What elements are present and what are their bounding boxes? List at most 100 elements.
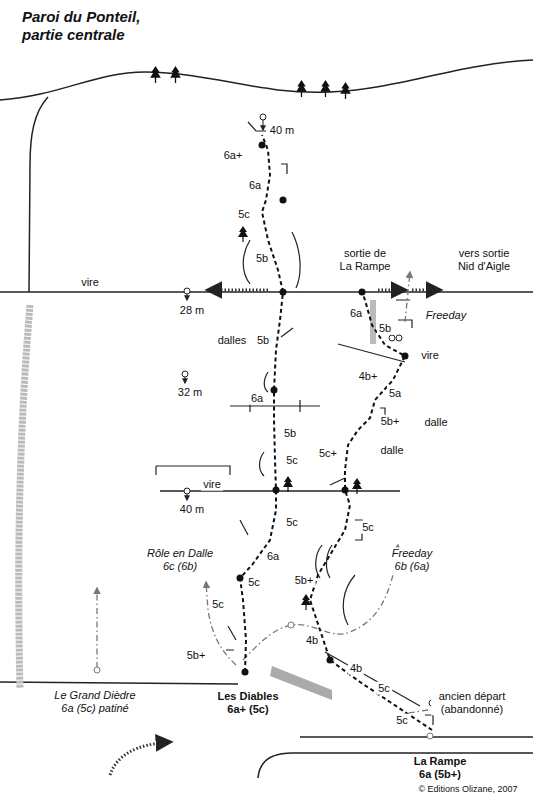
rock-feature [330,478,345,485]
belay [273,487,280,494]
belay [271,387,278,394]
route-line [310,292,432,730]
rappel-arrow [263,120,264,130]
route-name: Freeday 6b (6a) [385,547,439,572]
tree [238,226,248,242]
belay [280,289,287,296]
traverse-arrow [412,289,440,292]
grade-label: 6a [348,307,364,320]
grade-label: 5c [236,208,252,221]
variant-line [405,272,410,322]
grade-label: 5c [284,454,300,467]
tree [320,80,331,97]
exit-label: vers sortie Nid d'Aigle [450,247,518,272]
variant-line [206,582,236,665]
belay [242,669,249,676]
height-label: 40 m [178,503,206,516]
grade-label: 5c [210,598,226,611]
grade-label: 5c [394,714,410,727]
tree [283,476,293,492]
grade-label: 6a+ [222,149,245,162]
rappel-anchors [182,114,435,706]
grade-label: 5b+ [379,415,402,428]
terrain-lines [0,60,533,778]
rock-feature [264,372,268,392]
grade-label: 5c [376,682,392,695]
ledge-line [338,344,405,362]
copyright: © Editions Olizane, 2007 [416,784,519,794]
start-mark [288,622,294,628]
grade-label: 5c [284,516,300,529]
terrain-label: dalles [216,334,249,347]
rock-feature [396,300,412,328]
belay [280,197,287,204]
start-mark [427,733,433,739]
route-name: Freeday [424,309,468,322]
tree [340,82,351,99]
rappel-anchor [396,335,402,341]
variant-line [96,588,97,668]
ridge-line [0,60,533,100]
tree [170,66,181,83]
rappel-anchor [184,288,190,294]
grade-label: 4b+ [357,370,380,383]
rock-feature [316,545,322,578]
grade-label: 5c [360,521,376,534]
height-label: 40 m [268,124,296,137]
rock-feature [243,240,250,284]
trees [150,66,362,610]
rappel-arrow [187,494,188,500]
rock-feature [281,328,293,337]
belay [342,487,349,494]
grade-label: 5c+ [317,447,339,460]
grade-label: 6a [247,179,263,192]
ledge-line [325,652,420,706]
belay [327,657,334,664]
ledge-traverses [110,290,440,775]
ledge-line [160,490,400,492]
variant-lines [97,272,428,714]
tree [150,66,161,83]
approach-arrow [110,742,170,775]
grade-label: 5b [282,427,298,440]
terrain-label: dalle [422,416,449,429]
tree [301,594,311,610]
rappel-anchor [184,488,190,494]
route-lines [240,135,432,730]
note-label: ancien départ (abandonné) [431,690,513,715]
grade-label: 5b [255,334,271,347]
belay [359,289,366,296]
route-name: Les Diables 6a+ (5c) [211,690,285,715]
rock-features [156,122,433,725]
rock-feature [226,626,236,650]
shaded-band [19,305,30,688]
shaded-block [370,300,376,344]
ground-line [0,682,238,684]
grade-label: 5a [387,387,403,400]
rock-feature [425,715,433,725]
belay [259,142,266,149]
ledge-label: vire [201,478,223,491]
rock-feature [292,232,300,288]
grade-label: 6a [249,392,265,405]
tree [296,80,307,97]
route-name: Rôle en Dalle 6c (6b) [141,547,219,572]
ledge-label: vire [419,349,441,362]
rappel-anchor [389,335,395,341]
rappel-arrow [185,377,186,383]
tree [352,478,362,494]
belays [237,142,409,676]
exit-label: sortie de La Rampe [336,247,394,272]
terrain-label: dalle [378,444,405,457]
grade-label: 6a [265,550,281,563]
rock-feature [156,466,230,475]
grade-label: 5b+ [293,574,316,587]
grade-label: 4b [304,634,320,647]
height-label: 32 m [176,386,204,399]
page-title: Paroi du Ponteil, partie centrale [22,8,157,44]
traverse-arrow [208,289,268,292]
height-label: 28 m [178,304,206,317]
rappel-arrow [187,294,188,300]
